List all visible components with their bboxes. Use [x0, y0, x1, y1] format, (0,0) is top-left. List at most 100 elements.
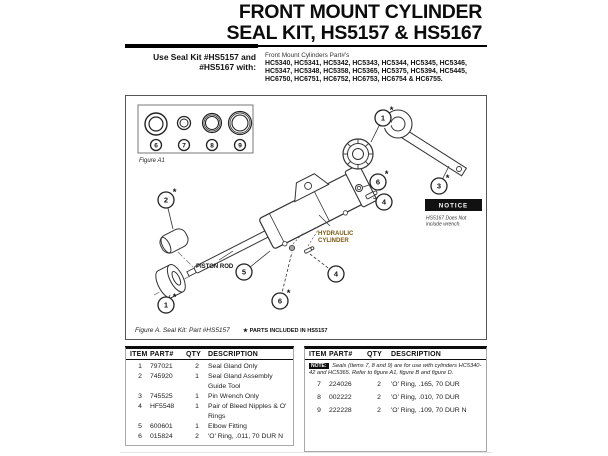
balloon-number: 4 [382, 198, 387, 207]
table-cell: 797021 [150, 363, 173, 370]
included-star: * [390, 105, 394, 116]
notice-text-line2: include wrench. [426, 222, 461, 228]
notice-box: NOTICE HS5167 Does Not include wrench. [425, 199, 482, 228]
balloon-number: 8 [210, 142, 214, 149]
callout-balloon [177, 138, 191, 152]
table-cell: 1 [195, 423, 199, 430]
hydraulic-cylinder-label: HYDRAULIC [318, 231, 354, 237]
callout-balloon [271, 292, 289, 310]
included-star: * [173, 292, 177, 303]
hydraulic-cylinder-label2: CYLINDER [318, 238, 349, 244]
note-tag: NOTE: [309, 363, 329, 369]
table-cell: 2 [138, 373, 142, 380]
title-line1: FRONT MOUNT CYLINDER [238, 1, 482, 23]
guide-tool-drawing [159, 228, 189, 254]
header-divider [125, 44, 487, 48]
seal-gland-upper-drawing [342, 138, 374, 170]
balloon-number: 6 [376, 178, 380, 187]
page-bottom-edge [120, 452, 492, 453]
piston-rod-label: PISTON ROD [196, 264, 234, 270]
balloon-number: 6 [154, 142, 158, 149]
balloon-number: 4 [334, 270, 339, 279]
table-cell: 2 [377, 394, 381, 402]
table-cell: 'O' Ring, .011, 70 DUR N [208, 433, 283, 440]
bleed-nipple-drawing [365, 190, 378, 200]
callout-balloon [233, 138, 247, 152]
table-cell: 2 [377, 407, 381, 415]
o-ring-and-nipple-parts [288, 184, 378, 254]
col-qty: QTY [186, 351, 201, 358]
callout-balloon [430, 177, 448, 195]
table-cell: Pair of Bleed Nipples & O' Rings [208, 403, 287, 420]
table-cell: 6 [138, 433, 142, 440]
note-text: Seals (Items 7, 8 and 9) are for use wit… [309, 363, 482, 376]
table-cell: 'O' Ring, .109, 70 DUR N [391, 407, 467, 415]
bleed-port [282, 241, 288, 247]
cylinders-intro: Front Mount Cylinders Part#'s [265, 52, 350, 59]
callout-balloon [235, 263, 253, 281]
figure-caption: Figure A. Seal Kit: Part #HS5157 [135, 327, 230, 334]
table-cell: Seal Gland Assembly Guide Tool [208, 373, 273, 390]
notice-title: NOTICE [439, 203, 468, 210]
balloon-leader-line [279, 251, 293, 302]
usage-label-line1: Use Seal Kit #HS5157 and [153, 52, 256, 62]
table-cell: 600601 [150, 423, 173, 430]
table-cell: 1 [195, 393, 199, 400]
balloon-number: 1 [381, 114, 385, 123]
col-part: PART# [329, 351, 353, 358]
bleed-nipple-drawing [303, 246, 315, 254]
table-cell: 745525 [150, 393, 173, 400]
table-cell: 'O' Ring, .010, 70 DUR [391, 394, 460, 402]
col-item: ITEM [130, 351, 148, 358]
balloon-number: 9 [238, 142, 242, 149]
table-cell: 1 [195, 403, 199, 410]
usage-block: Use Seal Kit #HS5157 and #HS5167 with: F… [125, 52, 487, 84]
callout-balloon [374, 109, 392, 127]
table-cell: 222228 [329, 407, 352, 415]
title-line2: SEAL KIT, HS5157 & HS5167 [226, 22, 482, 44]
label-leader-line [218, 250, 234, 261]
label-leader-line [318, 214, 331, 227]
table-cell: 2 [195, 363, 199, 370]
included-star: * [385, 169, 389, 180]
table-cell: 1 [195, 373, 199, 380]
compatible-cylinders: Front Mount Cylinders Part#'s HC5340, HC… [265, 52, 483, 84]
balloon-number: 5 [242, 268, 246, 277]
parts-table-orings: ITEM PART# QTY DESCRIPTION NOTE: Seals (… [304, 346, 487, 452]
seal-ring-icon [144, 110, 253, 136]
col-qty: QTY [367, 351, 382, 358]
table-cell: 'O' Ring, .165, 70 DUR [391, 381, 460, 389]
seal-gland-ridges [343, 139, 373, 169]
callout-balloon [205, 138, 219, 152]
figure-a1-label: Figure A1 [139, 158, 165, 164]
callout-balloon [157, 296, 175, 314]
included-star: * [173, 187, 177, 198]
balloon-number: 6 [278, 297, 282, 306]
table-note: NOTE: Seals (Items 7, 8 and 9) are for u… [305, 360, 486, 376]
table-cell: 224026 [329, 381, 352, 389]
table-header: ITEM PART# QTY DESCRIPTION [305, 349, 486, 360]
balloon-number: 1 [164, 301, 168, 310]
table-cell: Seal Gland Only [208, 363, 258, 370]
callout-balloon [369, 173, 387, 191]
divider-thin-bar [258, 45, 487, 47]
col-desc: DESCRIPTION [391, 351, 442, 358]
table-header: ITEM PART# QTY DESCRIPTION [126, 349, 293, 360]
callout-balloon [375, 193, 393, 211]
callout-balloon [157, 191, 175, 209]
balloon-number: 3 [437, 182, 441, 191]
